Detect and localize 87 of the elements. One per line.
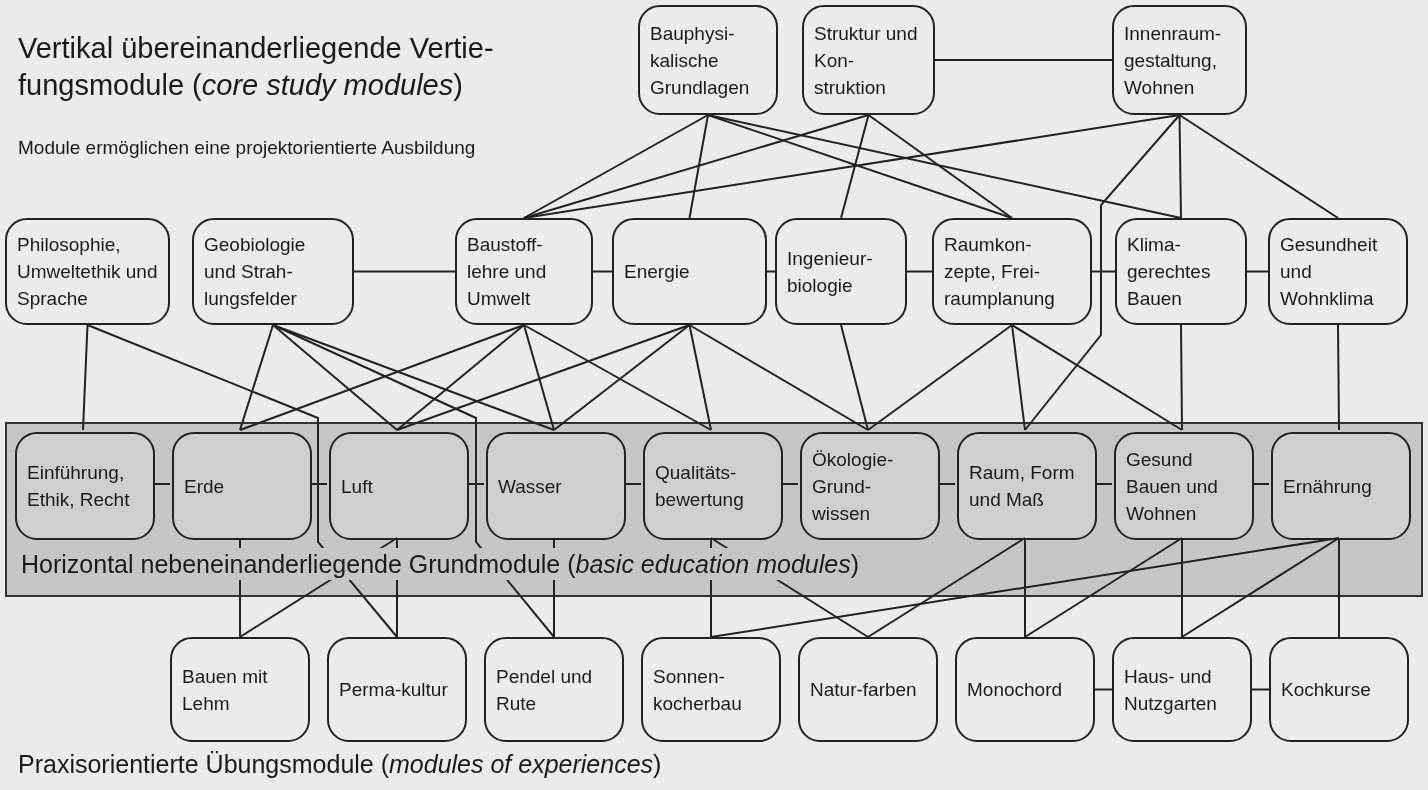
module-box <box>932 218 1092 325</box>
module-box <box>638 5 778 115</box>
connector-line <box>867 114 1013 219</box>
module-box <box>1114 432 1254 540</box>
connector-line <box>272 324 555 431</box>
connector-line <box>1181 537 1183 638</box>
connector-line <box>1338 537 1340 638</box>
module-box <box>1112 637 1252 742</box>
connector-line <box>766 270 776 273</box>
connector-line <box>1178 114 1339 219</box>
connector-line <box>523 114 1181 219</box>
module-box <box>329 432 469 540</box>
connector-line <box>523 324 712 431</box>
connector-line <box>1011 324 1183 431</box>
module-box <box>641 637 781 742</box>
connector-line <box>396 324 525 431</box>
module-box <box>612 218 767 325</box>
connector-line <box>272 324 555 638</box>
module-box <box>172 432 312 540</box>
module-box <box>15 432 155 540</box>
connector-line <box>523 324 555 431</box>
connector-line <box>466 483 485 485</box>
connector-line <box>688 324 712 431</box>
connector-line <box>272 324 398 431</box>
connector-line <box>707 114 1013 219</box>
module-box <box>1268 218 1408 325</box>
module-box <box>800 432 940 540</box>
connector-line <box>1178 114 1182 219</box>
module-box <box>327 637 467 742</box>
module-box <box>170 637 310 742</box>
connector-line <box>780 483 799 485</box>
connector-line <box>592 270 613 273</box>
connector-line <box>840 114 870 219</box>
connector-line <box>309 483 328 485</box>
connector-line <box>1337 324 1340 431</box>
connector-line <box>934 59 1113 61</box>
connector-line <box>1024 537 1183 638</box>
connector-line <box>688 114 709 219</box>
module-box <box>1112 5 1247 115</box>
connector-line <box>523 114 709 219</box>
connector-line <box>1246 270 1269 273</box>
connector-line <box>1181 537 1340 638</box>
connector-line <box>152 483 171 485</box>
connector-line <box>1251 688 1270 691</box>
connector-line <box>1011 324 1026 431</box>
module-box <box>775 218 907 325</box>
connector-line <box>82 324 89 431</box>
module-box <box>486 432 626 540</box>
connector-line <box>1094 688 1113 691</box>
connector-line <box>1091 270 1116 273</box>
module-box <box>1115 218 1247 325</box>
connector-line <box>553 324 691 431</box>
connector-line <box>937 483 956 485</box>
connector-line <box>239 324 274 431</box>
module-box <box>5 218 170 325</box>
connector-line <box>707 114 1182 219</box>
band-caption: Horizontal nebeneinanderliegende Grundmodule (basic education modules) <box>21 548 860 580</box>
module-band <box>5 422 1423 597</box>
connector-line <box>1024 114 1181 431</box>
heading-text: Module ermöglichen eine projektorientierte Ausbildung <box>18 136 477 160</box>
connector-line <box>623 483 642 485</box>
module-box <box>957 432 1097 540</box>
connector-line <box>239 324 525 431</box>
module-box <box>484 637 624 742</box>
connector-line <box>86 324 398 638</box>
connector-line <box>867 324 1013 431</box>
heading-text: Vertikal übereinanderliegende Vertie-fungsmodule (core study modules) <box>18 31 495 103</box>
module-box <box>798 637 938 742</box>
connector-line <box>688 324 869 431</box>
connector-line <box>1024 537 1026 638</box>
connector-line <box>1180 324 1183 431</box>
connector-line <box>710 537 1340 638</box>
module-box <box>455 218 593 325</box>
module-box <box>1271 432 1411 540</box>
module-box <box>192 218 354 325</box>
connector-line <box>353 270 456 273</box>
connector-line <box>1251 483 1270 485</box>
connector-line <box>523 114 870 219</box>
connector-line <box>1094 483 1113 485</box>
module-box <box>1269 637 1409 742</box>
heading-text: Praxisorientierte Übungsmodule (modules of experiences) <box>18 749 663 780</box>
connector-line <box>867 537 1026 638</box>
module-box <box>955 637 1095 742</box>
module-box <box>802 5 935 115</box>
connector-line <box>906 270 933 273</box>
connector-line <box>840 324 869 431</box>
module-box <box>643 432 783 540</box>
